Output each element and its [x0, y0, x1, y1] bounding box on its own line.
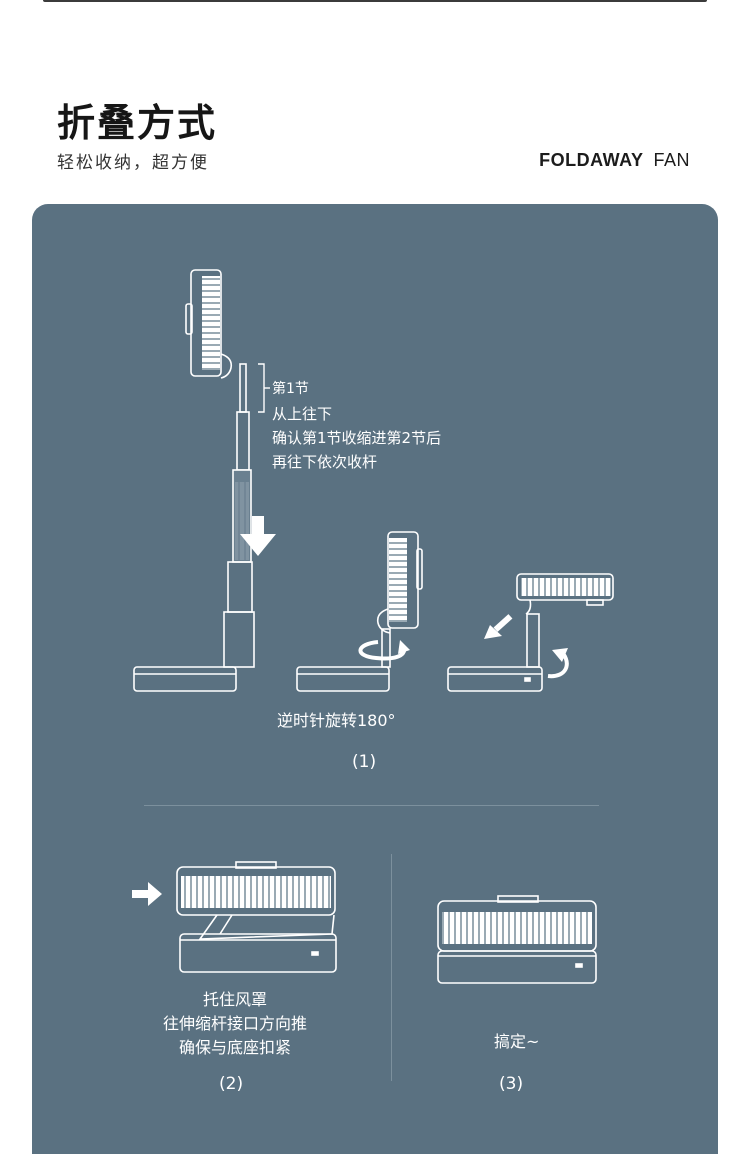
step1-line-3: 再往下依次收杆: [272, 453, 378, 471]
step3-caption: 搞定~: [494, 1032, 540, 1051]
column-divider: [391, 854, 392, 1081]
arrow-diagonal-icon: [484, 614, 513, 639]
fan-folded-illustration: [437, 895, 597, 984]
step2-instructions: 托住风罩 往伸缩杆接口方向推 确保与底座扣紧: [135, 988, 335, 1060]
step2-index: (2): [219, 1074, 244, 1094]
arrow-down-icon: [240, 516, 276, 556]
brand-label: FOLDAWAY FAN: [539, 150, 690, 171]
step2-line-2: 往伸缩杆接口方向推: [162, 1014, 307, 1033]
fan-short-illustration: [296, 531, 423, 692]
brand-bold: FOLDAWAY: [539, 150, 644, 170]
section-label: 第1节: [272, 381, 309, 397]
top-rule: [43, 0, 707, 2]
fan-folding-illustration: [447, 573, 614, 692]
step1-line-1: 从上往下: [272, 405, 333, 423]
fan-docking-illustration: [176, 861, 337, 973]
step2-line-3: 确保与底座扣紧: [178, 1038, 291, 1057]
section-divider: [144, 805, 599, 806]
step1-index: (1): [352, 752, 377, 772]
step1-line-2: 确认第1节收缩进第2节后: [272, 429, 442, 447]
step3-index: (3): [499, 1074, 524, 1094]
step1-instructions: 从上往下 确认第1节收缩进第2节后 再往下依次收杆: [272, 402, 441, 474]
curved-arrow-icon: [547, 648, 569, 679]
illustration-canvas: [132, 269, 614, 984]
fan-tall-illustration: [133, 269, 270, 692]
brand-regular: FAN: [653, 150, 690, 170]
page-subtitle: 轻松收纳，超方便: [57, 153, 209, 173]
rotate-ccw-icon: [358, 640, 410, 661]
instruction-panel: 第1节 从上往下 确认第1节收缩进第2节后 再往下依次收杆 逆时针旋转180° …: [32, 204, 718, 1154]
rotate-caption: 逆时针旋转180°: [277, 711, 396, 730]
arrow-right-icon: [132, 882, 162, 906]
step2-line-1: 托住风罩: [202, 990, 267, 1009]
page-title: 折叠方式: [57, 101, 218, 145]
